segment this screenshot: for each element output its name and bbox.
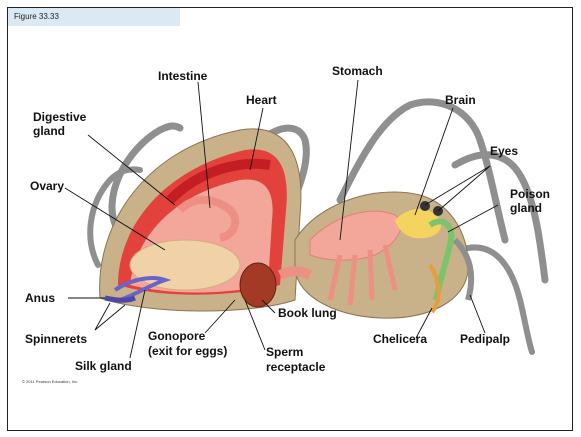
spinnerets-shape [105, 298, 135, 300]
label-eyes: Eyes [490, 144, 518, 158]
label-gonopore-1: Gonopore [148, 329, 206, 343]
label-pedipalp: Pedipalp [460, 332, 510, 346]
label-anus: Anus [25, 291, 55, 305]
pedicel [280, 271, 310, 275]
label-chelicera: Chelicera [373, 332, 427, 346]
label-stomach: Stomach [332, 64, 383, 78]
label-poison-gland-2: gland [510, 201, 542, 215]
label-sperm-receptacle-2: receptacle [266, 360, 326, 374]
label-heart: Heart [246, 93, 277, 107]
label-sperm-receptacle-1: Sperm [266, 345, 303, 359]
label-ovary: Ovary [30, 179, 64, 193]
label-spinnerets: Spinnerets [25, 332, 87, 346]
label-digestive-gland-2: gland [33, 124, 65, 138]
label-book-lung: Book lung [278, 306, 337, 320]
ovary-shape [130, 240, 240, 290]
cephalothorax [295, 192, 471, 318]
label-poison-gland-1: Poison [510, 187, 550, 201]
label-intestine: Intestine [158, 69, 208, 83]
label-gonopore-2: (exit for eggs) [148, 344, 227, 358]
label-silk-gland: Silk gland [75, 359, 132, 373]
label-digestive-gland-1: Digestive [33, 110, 87, 124]
copyright: © 2011 Pearson Education, Inc. [22, 379, 78, 384]
label-brain: Brain [445, 93, 476, 107]
